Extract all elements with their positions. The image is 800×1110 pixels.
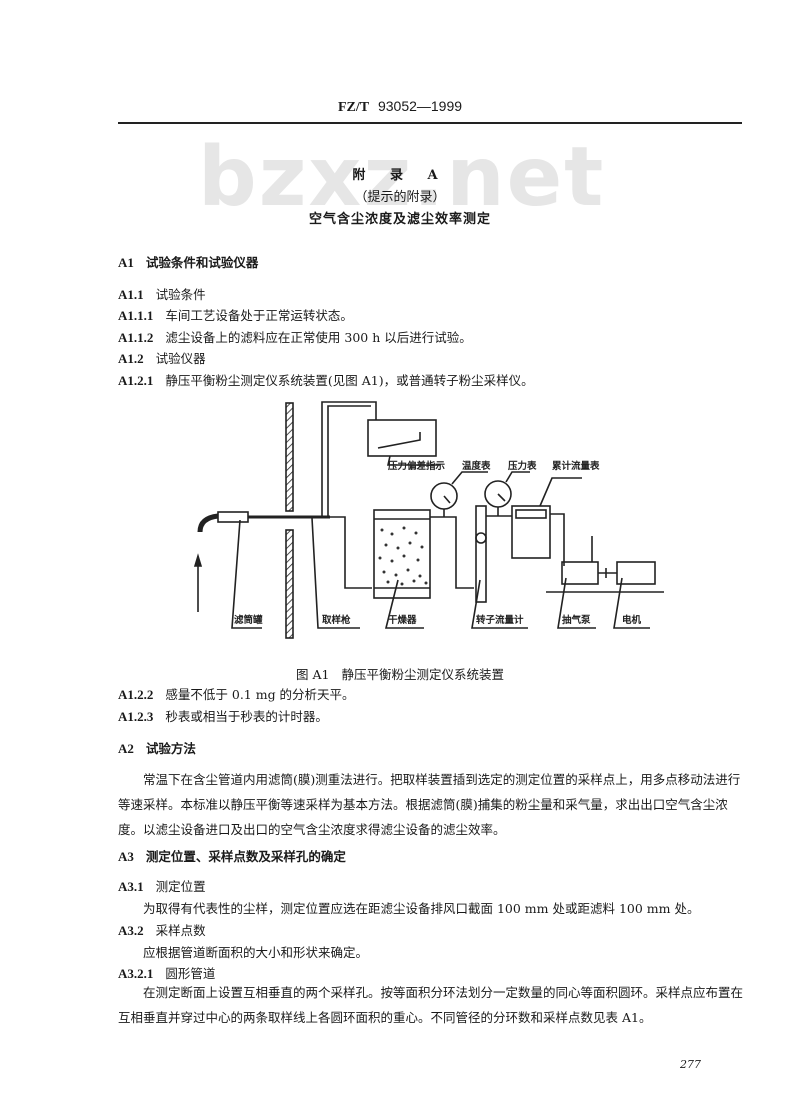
- label-pump: 抽气泵: [562, 614, 591, 626]
- label-pressure-gauge: 压力表: [508, 460, 537, 472]
- wall-lower: [285, 529, 294, 639]
- label-rotameter: 转子流量计: [476, 614, 524, 626]
- section-a3-1-body: 为取得有代表性的尘样，测定位置应选在距滤尘设备排风口截面 100 mm 处或距滤…: [143, 901, 700, 916]
- label-filter-holder: 滤筒罐: [234, 614, 263, 626]
- label-sampling-gun: 取样枪: [322, 614, 351, 626]
- header-rule: [118, 122, 742, 124]
- standard-code: FZ/T: [337, 100, 370, 115]
- dryer-particles: [378, 526, 428, 586]
- figure-caption: 图 A1 静压平衡粉尘测定仪系统装置: [296, 667, 504, 682]
- section-a3-2-body: 应根据管道断面积的大小和形状来确定。: [143, 945, 369, 960]
- section-a3-2-1-body: 在测定断面上设置互相垂直的两个采样孔。按等面积分环法划分一定数量的同心等面积圆环…: [118, 985, 744, 1025]
- standard-number: 93052—1999: [377, 98, 463, 114]
- wall-upper: [285, 402, 294, 512]
- standard-header: FZ/T 93052—1999: [0, 98, 800, 116]
- label-dryer: 干燥器: [388, 614, 417, 626]
- label-flow-totalizer: 累计流量表: [552, 460, 600, 472]
- watermark: bzxz.net: [198, 130, 606, 225]
- appendix-subtitle: （提示的附录）: [354, 190, 446, 205]
- appendix-title: 附 录 A: [352, 168, 448, 183]
- section-a2-body: 常温下在含尘管道内用滤筒(膜)测重法进行。把取样装置插到选定的测定位置的采样点上…: [118, 772, 741, 837]
- label-motor: 电机: [622, 614, 642, 626]
- page-number: 277: [680, 1058, 701, 1071]
- label-thermometer: 温度表: [462, 460, 491, 472]
- appendix-heading: 空气含尘浓度及滤尘效率测定: [308, 212, 491, 227]
- label-pressure-indicator: 压力偏差指示: [388, 460, 446, 472]
